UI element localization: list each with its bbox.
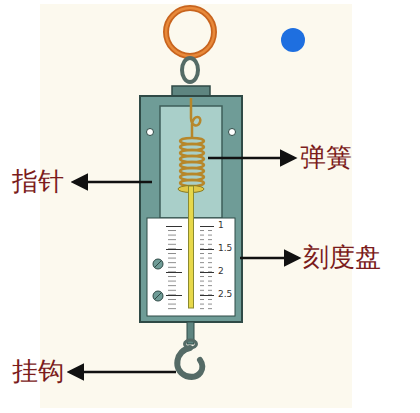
blue-dot [281,28,305,52]
ground [40,4,352,408]
scale-number: 2.5 [218,290,232,300]
scale-number: 1 [218,221,224,231]
part-label: 刻度盘 [303,243,381,272]
screw [153,259,163,301]
scale-number: 2 [218,267,224,277]
top-ring [166,8,214,56]
spring [180,138,204,186]
housing [140,96,242,322]
pointer-rod [189,186,194,308]
leader-arrow [70,158,298,372]
hook [177,348,202,377]
eye-link [182,58,198,82]
part-label: 挂钩 [12,357,64,386]
part-label: 弹簧 [300,143,352,172]
scale-number: 1.5 [218,244,232,254]
spring-hook [191,98,200,138]
part-label: 指针 [12,167,64,196]
